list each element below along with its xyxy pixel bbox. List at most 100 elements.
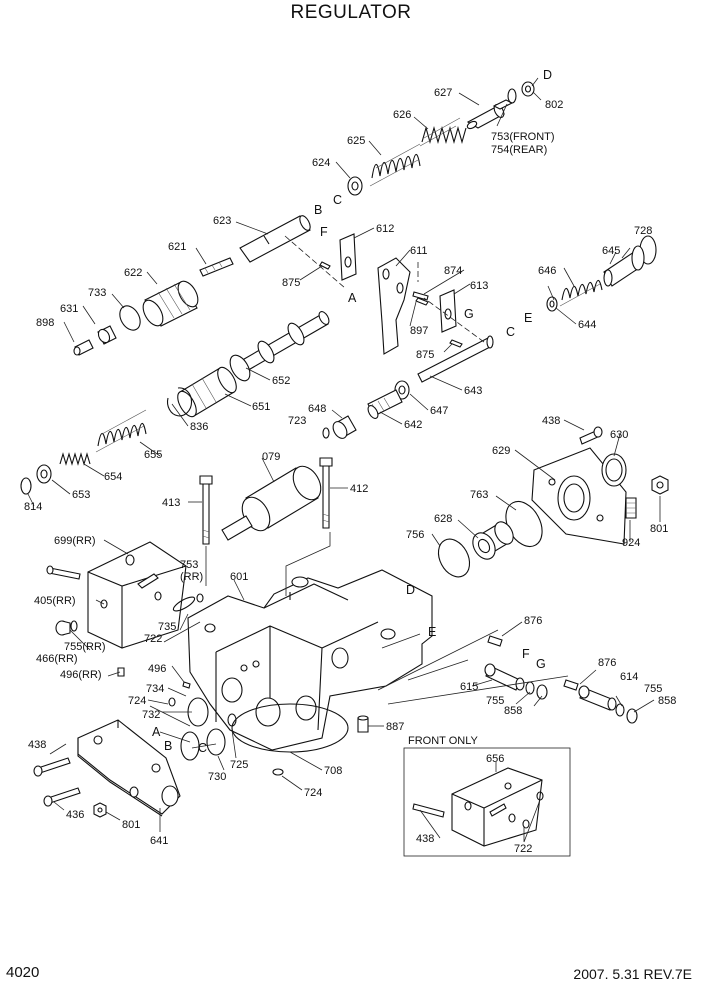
label-876b: 876 [598,657,616,669]
part-723-o-ring [322,427,330,439]
part-627-plug [466,99,514,130]
label-656: 656 [486,753,504,765]
label-722-inset: 722 [514,843,532,855]
part-496rr-plug [117,667,125,677]
label-614: 614 [620,671,638,683]
label-628: 628 [434,513,452,525]
label-a-left: A [152,725,161,739]
label-836: 836 [190,421,208,433]
label-f-right: F [522,647,530,661]
label-723: 723 [288,415,306,427]
label-753-front: 753(FRONT) [491,131,555,143]
label-647: 647 [430,405,448,417]
part-601-casing [187,569,433,751]
label-c-left: C [198,741,207,755]
label-d-top: D [543,68,552,82]
part-801b-nut [93,802,107,818]
part-655-outer-spring [95,409,147,453]
part-875-pin [319,261,463,348]
part-858b-ring [626,708,638,724]
part-724b-o-ring [272,768,284,776]
label-755-mid: 755 [486,695,504,707]
label-755-rr: 755(RR) [64,641,106,653]
part-405-plug [46,565,81,580]
label-648: 648 [308,403,326,415]
label-c-top: C [333,193,342,207]
label-613: 613 [470,280,488,292]
label-651: 651 [252,401,270,413]
label-601: 601 [230,571,248,583]
center-lines [149,235,569,749]
label-724-left: 724 [128,695,146,707]
part-652-spool [229,311,330,382]
label-629: 629 [492,445,510,457]
part-615-plug [484,663,525,691]
label-801-right: 801 [650,523,668,535]
part-733-o-ring [119,305,141,331]
label-724-bottom: 724 [304,787,322,799]
label-rr-suffix: (RR) [180,571,203,583]
label-655: 655 [144,449,162,461]
part-466-plug [55,620,71,636]
part-436-bolt [43,787,81,807]
label-763: 763 [470,489,488,501]
part-079-piston [221,465,322,541]
label-754-rear: 754(REAR) [491,144,547,156]
part-648-piston [332,415,357,439]
part-612-lever-plate [339,233,357,281]
part-438b-bolt [33,757,71,777]
label-814: 814 [24,501,42,513]
label-875b: 875 [416,349,434,361]
label-875a: 875 [282,277,300,289]
label-728: 728 [634,225,652,237]
label-725: 725 [230,759,248,771]
label-874: 874 [444,265,462,277]
part-611-feedback-lever [377,257,411,355]
part-643-spool [417,335,494,383]
part-814-snap-ring [20,477,32,495]
label-g-top: G [464,307,474,321]
label-642: 642 [404,419,422,431]
part-836-snap-ring [166,387,193,417]
part-628-adjust-screw [472,521,514,560]
label-898: 898 [36,317,54,329]
part-623-piston [239,215,311,263]
label-722: 722 [144,633,162,645]
page-number: 4020 [6,964,40,981]
label-858-mid: 858 [504,705,522,717]
part-644-seat [546,296,558,312]
part-753rr-o-ring [196,593,204,603]
label-623: 623 [213,215,231,227]
part-630-ring [601,453,627,487]
label-631: 631 [60,303,78,315]
label-079: 079 [262,451,280,463]
label-708: 708 [324,765,342,777]
part-653-seat [36,464,52,484]
left-orings-730-725-732 [168,681,237,761]
label-802: 802 [545,99,563,111]
part-412-bolt [319,457,333,529]
label-645: 645 [602,245,620,257]
label-924: 924 [622,537,640,549]
label-732: 732 [142,709,160,721]
label-876a: 876 [524,615,542,627]
part-756-o-ring [437,538,471,578]
part-614-plug [578,685,617,711]
part-656-cover-front [451,767,543,847]
label-e-top: E [524,311,532,325]
label-755-far: 755 [644,683,662,695]
label-801-left: 801 [122,819,140,831]
part-654-inner-spring [59,452,91,466]
part-413-bolt [199,475,213,545]
label-887: 887 [386,721,404,733]
page-title: REGULATOR [290,2,412,23]
part-645-plug [603,245,645,287]
label-644: 644 [578,319,596,331]
label-858-far: 858 [658,695,676,707]
label-734: 734 [146,683,164,695]
part-438-bolt [579,426,603,445]
label-e-right: E [428,625,436,639]
part-924-set-screw [625,497,637,519]
